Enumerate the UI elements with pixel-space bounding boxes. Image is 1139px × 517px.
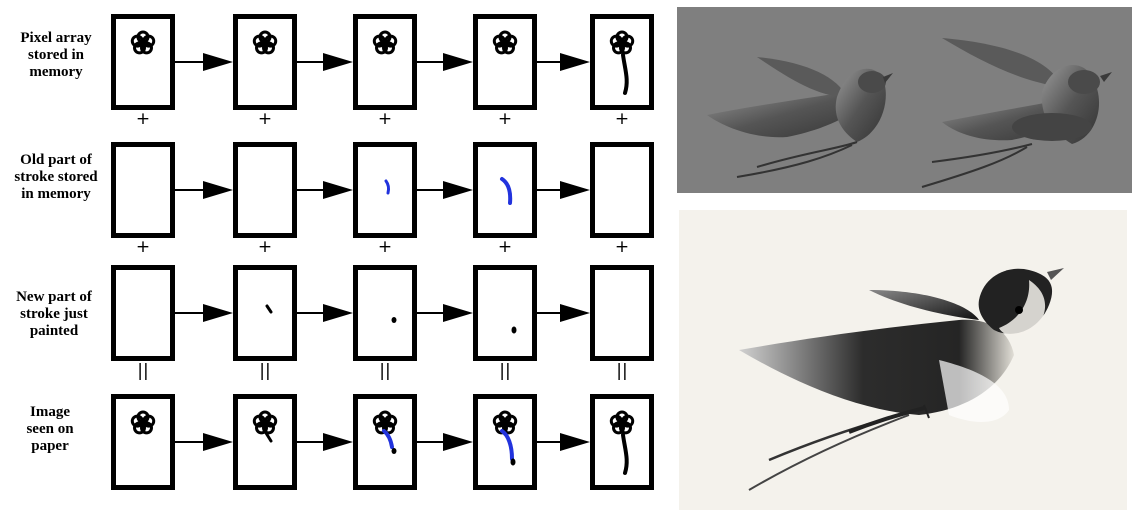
flow-arrow <box>175 181 233 199</box>
row-label-pixel-array: Pixel array stored in memory <box>20 30 92 80</box>
equals-operator: || <box>137 361 149 381</box>
frame-old-stroke-4 <box>473 142 537 238</box>
flow-arrow <box>417 433 473 451</box>
frame-content-icon <box>595 270 649 356</box>
bird-3d-models-image <box>677 7 1132 193</box>
frame-content-icon <box>116 147 170 233</box>
flow-arrow <box>297 433 353 451</box>
frame-pixel-array-1 <box>111 14 175 110</box>
flow-arrow <box>297 53 353 71</box>
frame-content-icon <box>372 30 398 55</box>
frame-new-stroke-2 <box>233 265 297 361</box>
flow-arrow <box>537 53 590 71</box>
frame-seen-image-1 <box>111 394 175 490</box>
frame-content-icon <box>492 30 518 55</box>
frame-old-stroke-1 <box>111 142 175 238</box>
frame-new-stroke-1 <box>111 265 175 361</box>
frame-old-stroke-2 <box>233 142 297 238</box>
frame-seen-image-3 <box>353 394 417 490</box>
frame-new-stroke-3 <box>353 265 417 361</box>
frame-content-icon <box>252 410 278 443</box>
frame-new-stroke-4 <box>473 265 537 361</box>
frame-content-icon <box>391 317 397 323</box>
equals-operator: || <box>259 361 271 381</box>
flow-arrow <box>297 304 353 322</box>
plus-operator: + <box>614 109 630 129</box>
frame-old-stroke-5 <box>590 142 654 238</box>
frame-content-icon <box>130 30 156 55</box>
frame-content-icon <box>116 270 170 356</box>
row-label-new-stroke: New part of stroke just painted <box>16 289 92 339</box>
plus-operator: + <box>497 237 513 257</box>
equals-operator: || <box>379 361 391 381</box>
frame-content-icon <box>265 304 273 314</box>
frame-pixel-array-4 <box>473 14 537 110</box>
frame-content-icon <box>130 410 156 435</box>
plus-operator: + <box>135 109 151 129</box>
frame-pixel-array-2 <box>233 14 297 110</box>
flow-arrow <box>297 181 353 199</box>
swallow-3d-render-icon <box>707 38 1112 188</box>
plus-operator: + <box>497 109 513 129</box>
frame-content-icon <box>609 30 635 95</box>
frame-content-icon <box>511 326 517 334</box>
frame-content-icon <box>492 410 518 466</box>
frame-content-icon <box>238 147 292 233</box>
swallow-ink-painting-icon <box>739 268 1064 491</box>
plus-operator: + <box>257 237 273 257</box>
frame-pixel-array-5 <box>590 14 654 110</box>
flow-arrow <box>537 181 590 199</box>
equals-operator: || <box>499 361 511 381</box>
frame-content-icon <box>609 410 635 475</box>
flow-arrow <box>417 53 473 71</box>
frame-seen-image-2 <box>233 394 297 490</box>
frame-content-icon <box>500 177 513 205</box>
flow-arrow <box>175 304 233 322</box>
plus-operator: + <box>377 237 393 257</box>
frame-seen-image-5 <box>590 394 654 490</box>
frame-content-icon <box>384 179 391 195</box>
flow-arrow <box>537 304 590 322</box>
frame-new-stroke-5 <box>590 265 654 361</box>
frame-content-icon <box>595 147 649 233</box>
equals-operator: || <box>616 361 628 381</box>
plus-operator: + <box>377 109 393 129</box>
row-label-seen-image: Image seen on paper <box>26 404 74 454</box>
frame-content-icon <box>252 30 278 55</box>
flow-arrow <box>537 433 590 451</box>
row-label-old-stroke: Old part of stroke stored in memory <box>14 152 98 202</box>
plus-operator: + <box>614 237 630 257</box>
frame-seen-image-4 <box>473 394 537 490</box>
flow-arrow <box>175 53 233 71</box>
plus-operator: + <box>257 109 273 129</box>
frame-content-icon <box>372 410 398 454</box>
plus-operator: + <box>135 237 151 257</box>
bird-ink-painting-image <box>679 210 1127 510</box>
frame-pixel-array-3 <box>353 14 417 110</box>
flow-arrow <box>417 181 473 199</box>
frame-old-stroke-3 <box>353 142 417 238</box>
flow-arrow <box>417 304 473 322</box>
flow-arrow <box>175 433 233 451</box>
